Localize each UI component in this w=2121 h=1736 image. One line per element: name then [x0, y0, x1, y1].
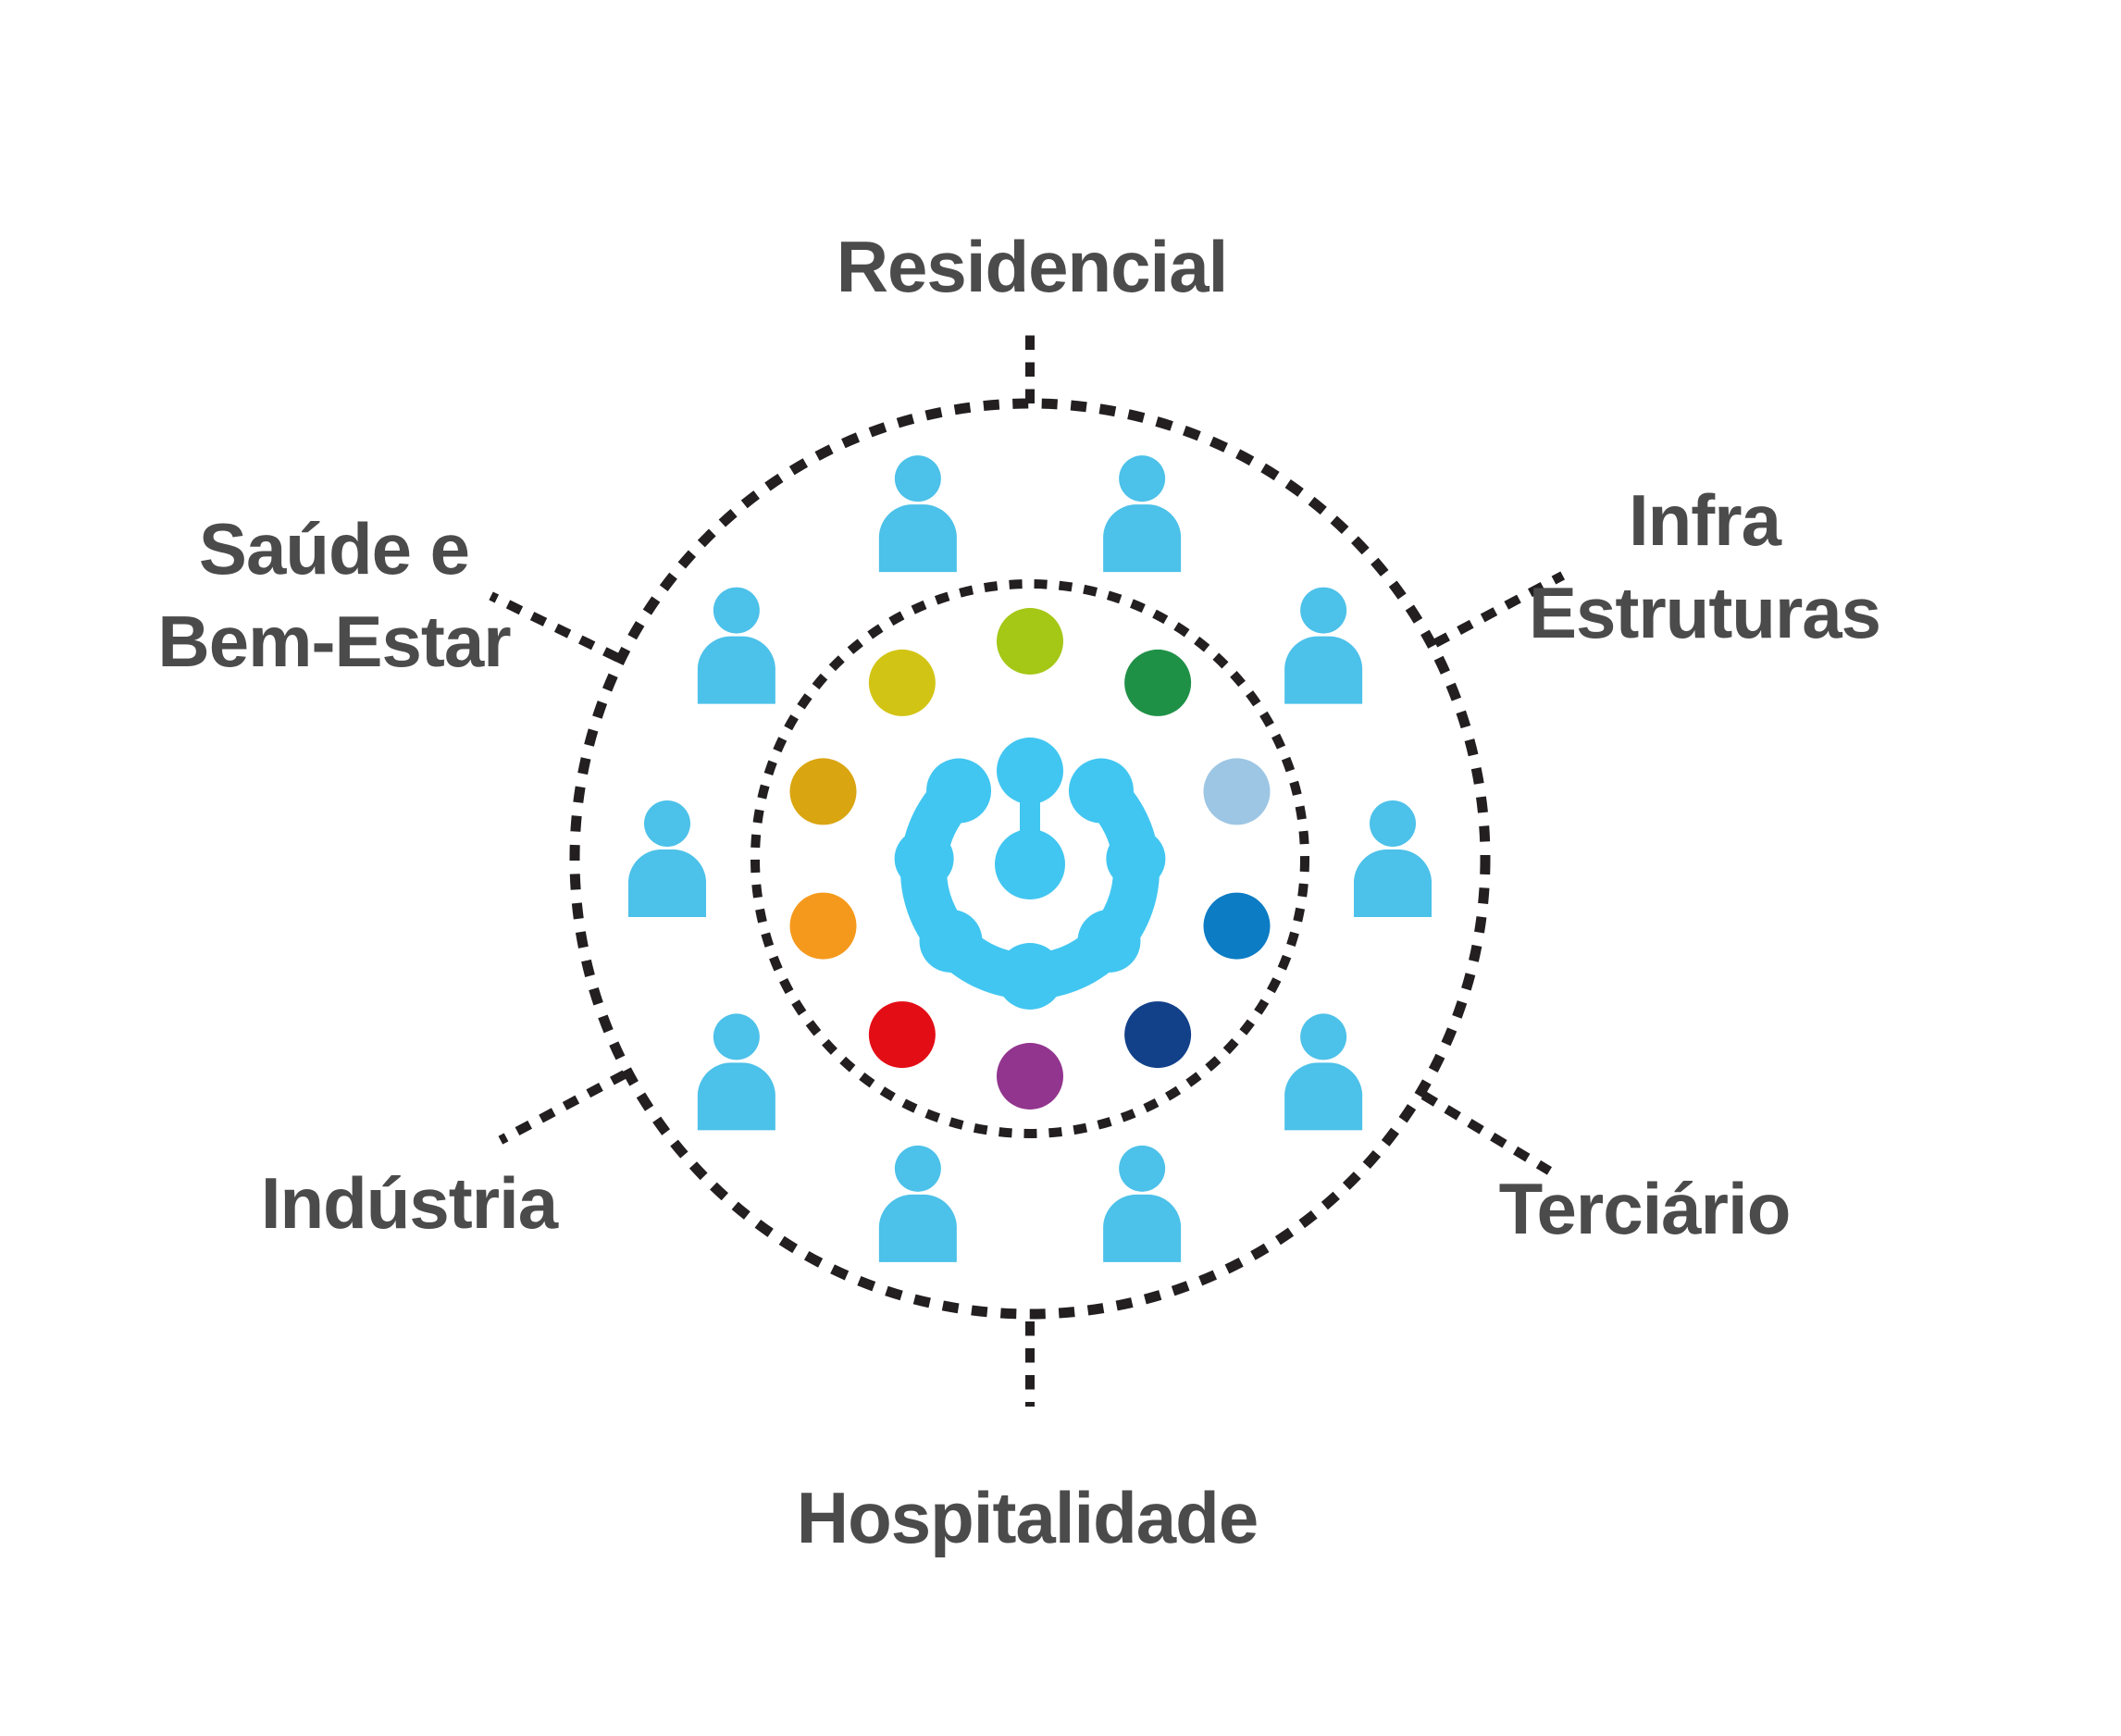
person-icon [697, 587, 775, 704]
logo-node [997, 943, 1063, 1010]
person-body [1284, 636, 1363, 704]
person-body [878, 1194, 957, 1262]
person-icon [697, 1013, 775, 1131]
connected-dots-u-logo [894, 738, 1166, 1010]
logo-node [1106, 828, 1166, 888]
person-body [628, 849, 706, 917]
person-body [1354, 849, 1432, 917]
person-icon [1103, 1145, 1182, 1262]
inner-dashed-circle [750, 579, 1309, 1138]
sector-label-terciario: Terciário [1498, 1162, 1792, 1255]
sector-label-hospitalidade: Hospitalidade [796, 1471, 1259, 1564]
person-icon [628, 800, 706, 917]
person-icon [1284, 1013, 1363, 1131]
logo-node [1068, 758, 1134, 824]
connector-line-infra-estruturas [1433, 571, 1566, 648]
connector-line-industria [498, 1070, 627, 1145]
person-body [1284, 1062, 1363, 1131]
dot-green [1124, 649, 1192, 716]
sector-label-industria: Indústria [260, 1157, 558, 1249]
logo-node [1077, 909, 1141, 973]
connector-line-saude-bem-estar [489, 591, 620, 663]
dot-red [868, 1001, 936, 1069]
label-line: Estruturas [1528, 572, 1881, 653]
label-line: Saúde e [198, 508, 470, 589]
dot-purple [997, 1043, 1063, 1110]
label-line: Bem-Estar [157, 601, 511, 682]
person-icon [878, 1145, 957, 1262]
logo-node [926, 758, 992, 824]
person-icon [878, 455, 957, 573]
dot-yellow [868, 649, 936, 716]
dot-light-blue [1203, 758, 1271, 825]
sector-label-residencial: Residencial [836, 220, 1229, 313]
person-head [713, 1013, 760, 1060]
dot-lime [997, 608, 1063, 675]
dot-gold [789, 758, 857, 825]
label-line: Infra [1628, 479, 1781, 561]
dot-blue [1203, 892, 1271, 960]
person-head [713, 587, 760, 634]
label-line: Hospitalidade [796, 1477, 1259, 1558]
logo-node [894, 828, 954, 888]
logo-stem-top-node [997, 738, 1063, 804]
connector-line-terciario [1420, 1091, 1553, 1175]
person-body [1103, 504, 1182, 573]
person-icon [1284, 587, 1363, 704]
person-body [697, 1062, 775, 1131]
label-line: Terciário [1498, 1168, 1792, 1249]
person-head [644, 800, 690, 847]
person-icon [1103, 455, 1182, 573]
person-head [1119, 455, 1166, 502]
logo-node [919, 909, 983, 973]
dot-navy [1124, 1001, 1192, 1069]
logo-stem-bottom-node [995, 829, 1065, 899]
person-head [1300, 1013, 1347, 1060]
person-body [878, 504, 957, 573]
dot-orange [789, 892, 857, 960]
sector-label-saude-bem-estar: Saúde e Bem-Estar [157, 502, 511, 688]
person-body [697, 636, 775, 704]
person-head [894, 1145, 941, 1192]
person-body [1103, 1194, 1182, 1262]
outer-dashed-circle [569, 398, 1491, 1320]
label-line: Indústria [260, 1162, 558, 1244]
person-head [1370, 800, 1416, 847]
label-line: Residencial [836, 226, 1229, 307]
person-head [894, 455, 941, 502]
sector-label-infra-estruturas: Infra Estruturas [1528, 474, 1881, 659]
person-head [1119, 1145, 1166, 1192]
person-head [1300, 587, 1347, 634]
person-icon [1354, 800, 1432, 917]
